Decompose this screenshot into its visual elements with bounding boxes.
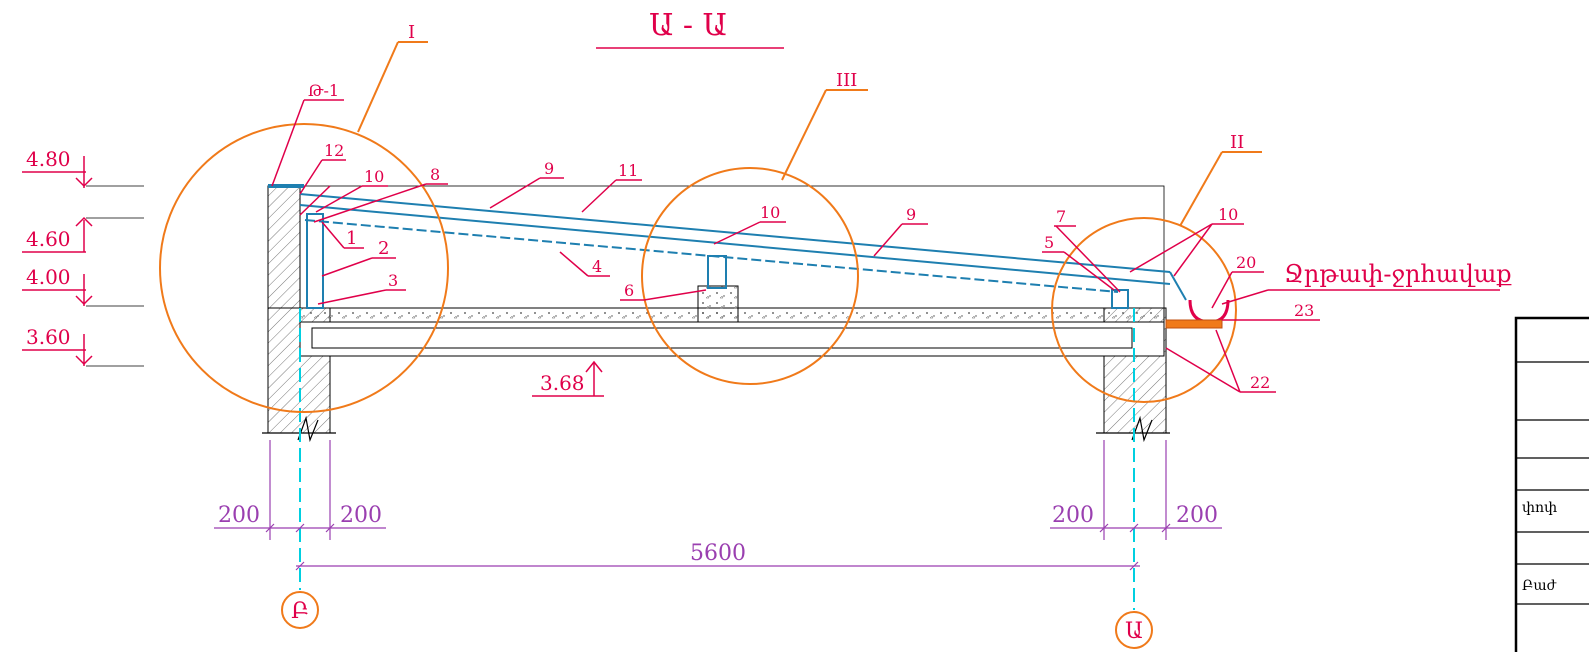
leader-III — [781, 89, 827, 181]
roof-sheet — [299, 193, 1171, 273]
break-mark-right — [1131, 415, 1153, 443]
leader-I — [357, 41, 399, 133]
circle-label-II: II — [1230, 132, 1244, 153]
callout-4: 4 — [592, 257, 602, 276]
dim-right-a: 200 — [1052, 503, 1094, 528]
dim-span: 5600 — [690, 541, 746, 566]
callout-9-right: 9 — [906, 205, 916, 224]
dimension-lines — [214, 440, 1222, 571]
circle-label-III: III — [836, 70, 857, 91]
callout-8: 8 — [430, 165, 440, 184]
break-mark-left — [297, 415, 319, 443]
elevation-4-80: 4.80 — [26, 147, 71, 171]
gutter-bracket — [1165, 319, 1223, 329]
central-support — [697, 285, 739, 323]
dim-left-a: 200 — [218, 503, 260, 528]
callout-22: 22 — [1250, 373, 1270, 392]
elevation-marks: 4.80 4.60 4.00 3.60 3.68 — [22, 147, 604, 397]
parapet-left — [267, 185, 301, 309]
callout-23: 23 — [1294, 301, 1314, 320]
drain-leader — [1221, 289, 1269, 305]
callout-10-mid: 10 — [760, 203, 780, 222]
detail-circle-II — [1051, 217, 1237, 403]
purlin-top — [299, 204, 1171, 285]
elevation-slab: 3.68 — [540, 371, 585, 395]
central-post — [707, 255, 727, 289]
callout-5: 5 — [1044, 233, 1054, 252]
detail-circle-I — [159, 123, 449, 413]
rafter — [304, 219, 1119, 293]
callout-2: 2 — [378, 238, 389, 259]
callout-6: 6 — [624, 281, 634, 300]
title-block — [1514, 316, 1589, 652]
leader-II — [1179, 151, 1223, 227]
node-mark-leader — [271, 99, 305, 187]
circle-label-I: I — [408, 22, 415, 43]
callout-9-left: 9 — [544, 159, 554, 178]
elevation-4-60: 4.60 — [26, 227, 71, 251]
left-post — [306, 213, 324, 309]
node-mark: Թ-1 — [308, 81, 339, 100]
section-title: Ա - Ա — [649, 8, 727, 43]
axis-bubble-left — [281, 591, 319, 629]
title-block-row-a: փոփ — [1522, 500, 1557, 516]
axis-label-left: Բ — [291, 599, 309, 624]
axis-bubble-right — [1115, 611, 1153, 649]
callout-12: 12 — [324, 141, 344, 160]
elevation-3-60: 3.60 — [26, 325, 71, 349]
callout-7: 7 — [1056, 207, 1066, 226]
callout-1: 1 — [346, 228, 357, 249]
dim-right-b: 200 — [1176, 503, 1218, 528]
dim-left-b: 200 — [340, 503, 382, 528]
slab-void — [311, 327, 1133, 349]
eave-edge — [1169, 271, 1187, 301]
title-block-row-b: Բաժ — [1522, 578, 1557, 594]
right-post — [1111, 289, 1129, 309]
callout-3: 3 — [388, 271, 398, 290]
elevation-4-00: 4.00 — [26, 265, 71, 289]
callout-20: 20 — [1236, 253, 1256, 272]
callouts: 12 10 8 1 2 3 9 11 4 10 6 9 7 5 10 20 — [299, 141, 1320, 393]
axis-label-right: Ա — [1125, 619, 1143, 644]
callout-10-left: 10 — [364, 167, 384, 186]
detail-circle-III — [641, 167, 859, 385]
drain-label: Ջրթափ-ջրհավաք — [1284, 260, 1512, 288]
parapet-cap — [268, 184, 304, 188]
callout-10-right: 10 — [1218, 205, 1238, 224]
callout-11: 11 — [618, 161, 638, 180]
